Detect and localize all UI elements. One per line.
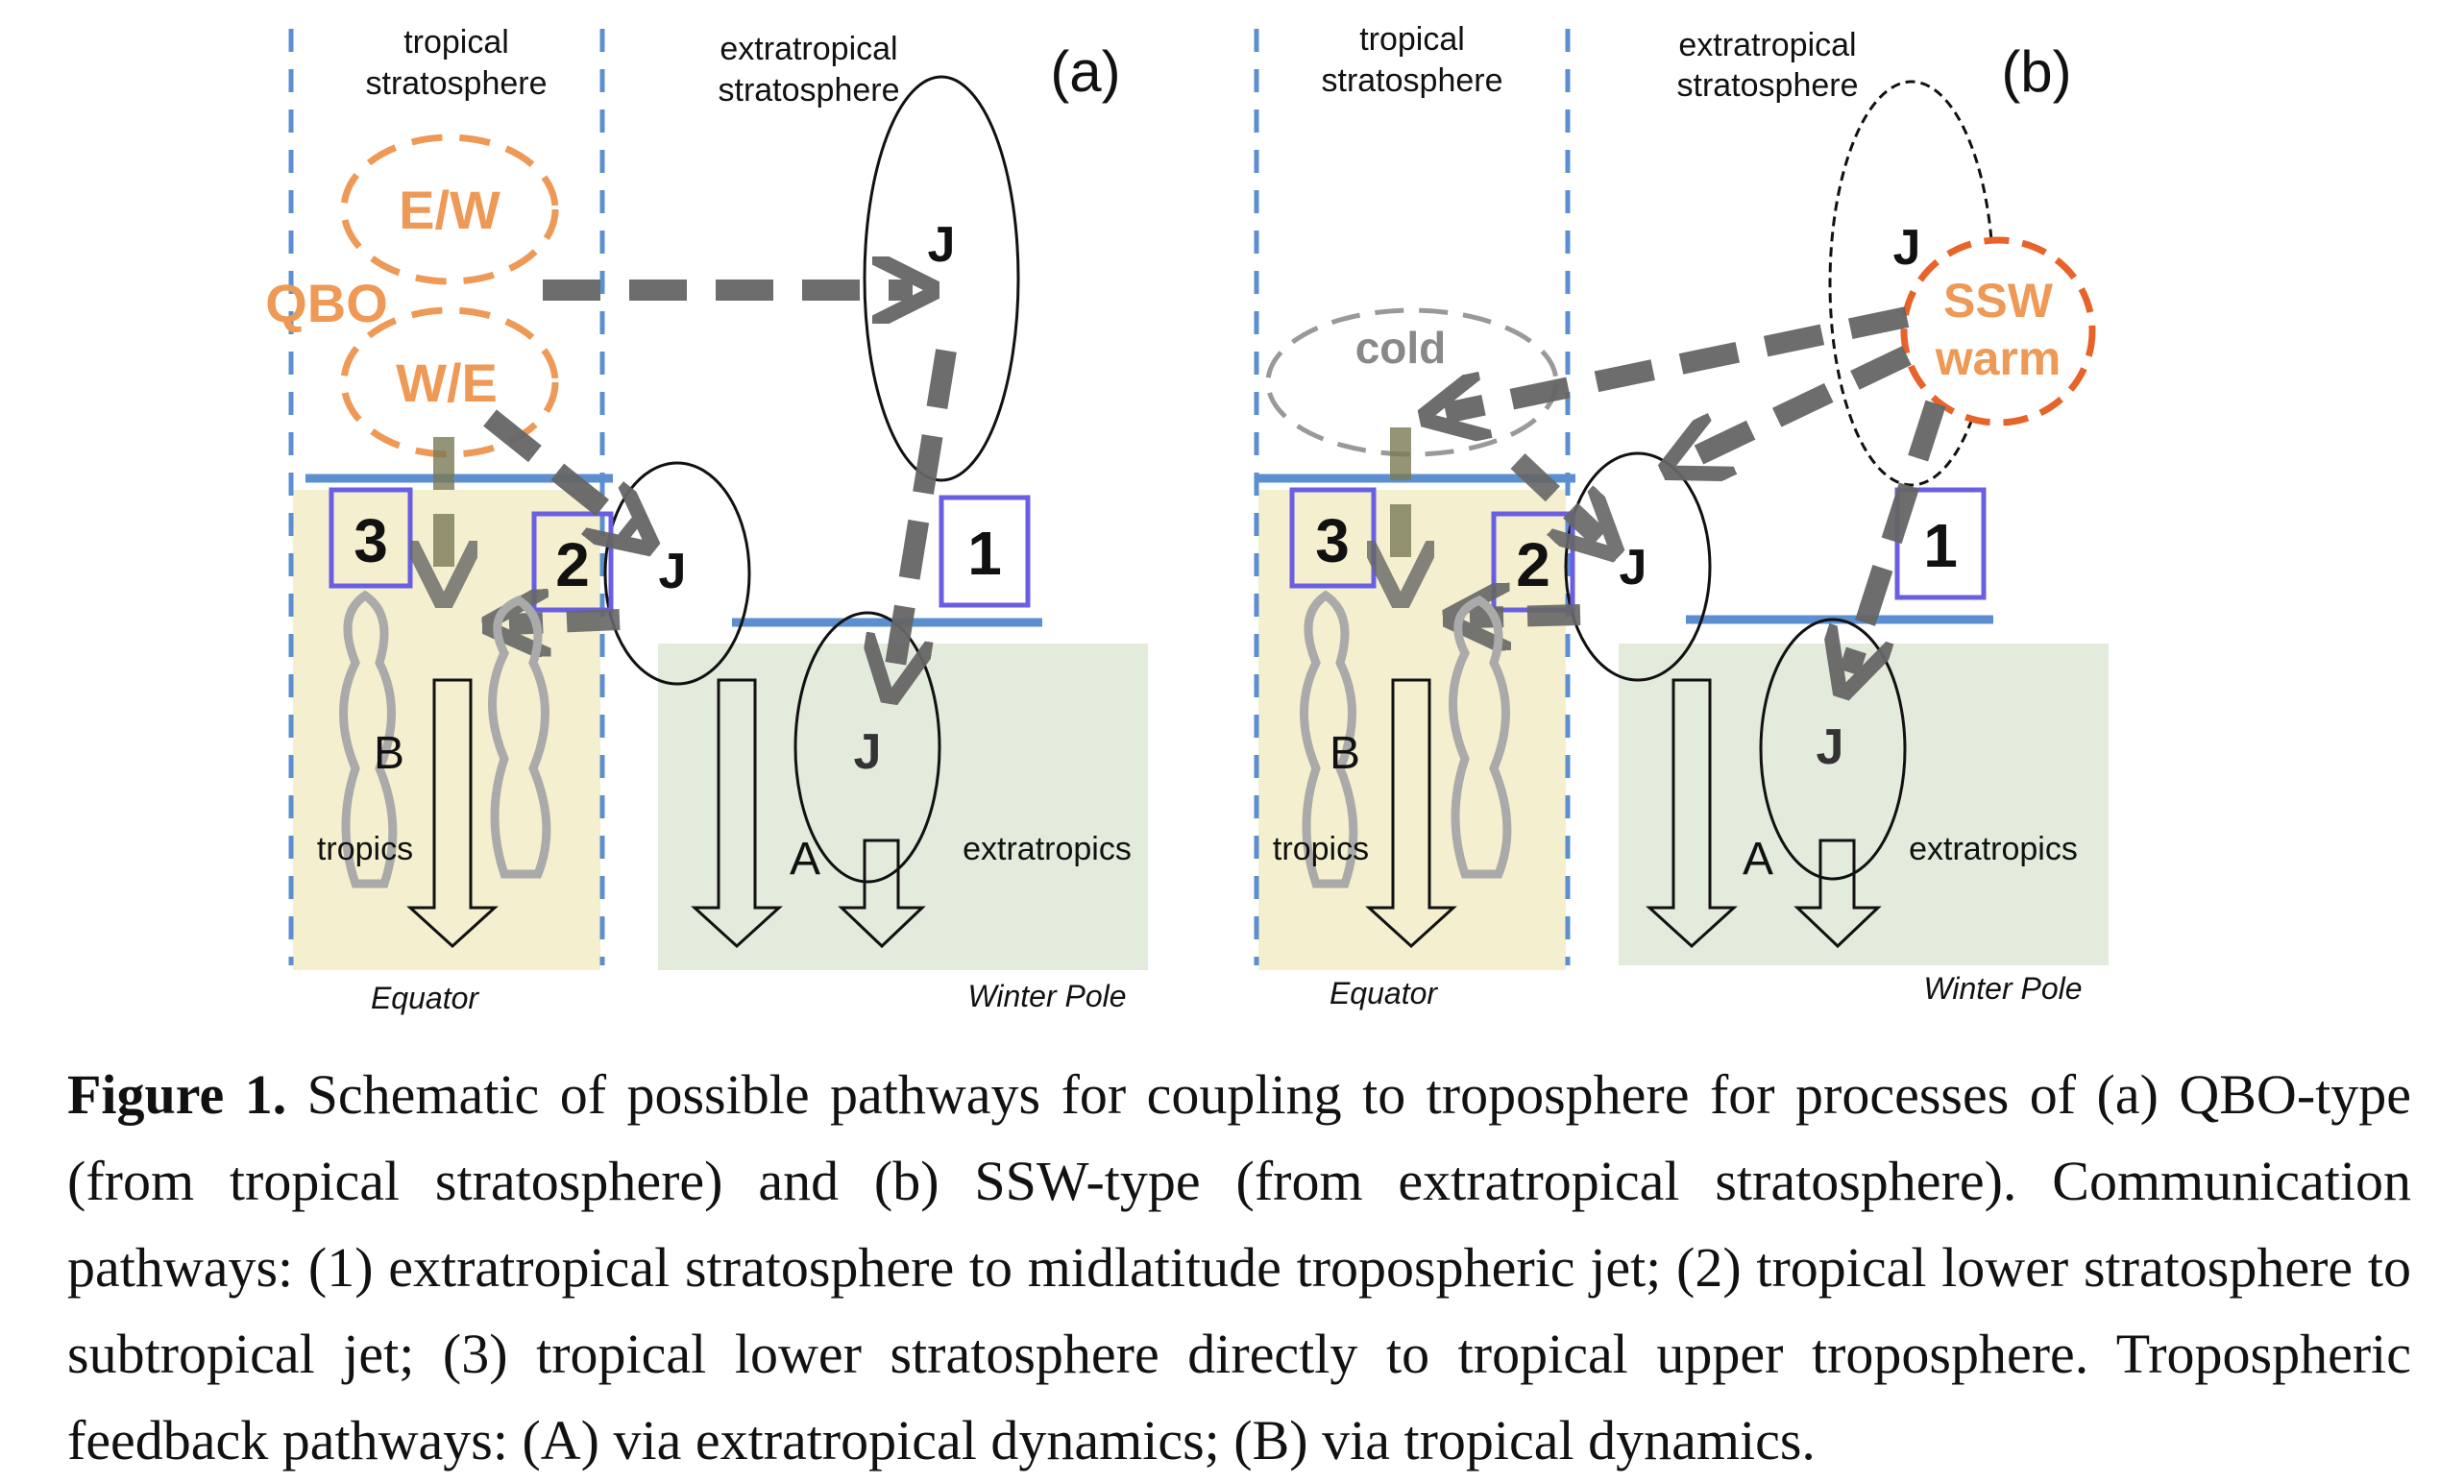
pathway-box-1-a — [939, 495, 1031, 608]
tropics-label-a: tropics — [317, 831, 413, 867]
cold-label-b: cold — [1355, 323, 1447, 373]
equator-label-a: Equator — [371, 981, 479, 1015]
we-ellipse-a — [340, 306, 559, 458]
extratropical-label-a-2: stratosphere — [719, 72, 900, 109]
stratospheric-jet-label-b: J — [1893, 220, 1921, 276]
feedback-a-label-a: A — [790, 834, 820, 885]
tropical-label-a-1: tropical — [403, 24, 509, 61]
feedback-b-arrow-b — [1365, 678, 1457, 949]
tropical-label-a-2: stratosphere — [366, 65, 548, 102]
caption-heading: Figure 1. — [67, 1063, 287, 1126]
winter-pole-label-b: Winter Pole — [1923, 971, 2082, 1006]
we-label-a: W/E — [396, 353, 498, 413]
strat-jet-to-trop-jet-arrow-a — [893, 349, 957, 677]
qbo-label-a: QBO — [265, 273, 388, 333]
tropospheric-jet-label-b: J — [1817, 719, 1844, 775]
convection-cloud-2-b — [1449, 595, 1512, 879]
winter-pole-label-a: Winter Pole — [967, 979, 1126, 1013]
pathway-2-arrow-b — [1470, 615, 1581, 618]
convection-cloud-2-a — [488, 595, 551, 879]
warm-label-b: warm — [1935, 331, 2061, 385]
caption-text: Schematic of possible pathways for coupl… — [67, 1063, 2411, 1472]
panel-a: tropical stratosphere extratropical stra… — [265, 24, 1148, 1015]
extratropics-region-a — [658, 644, 1148, 970]
ssw-to-trop-jet-arrow-b — [1849, 400, 1946, 672]
tropospheric-jet-label-a: J — [854, 724, 882, 780]
figure-diagram: tropical stratosphere extratropical stra… — [265, 21, 2109, 1015]
tropical-label-b-1: tropical — [1359, 21, 1465, 58]
extratropical-label-b-1: extratropical — [1678, 27, 1856, 63]
tropical-label-b-2: stratosphere — [1322, 62, 1503, 99]
extratropics-label-a: extratropics — [963, 831, 1132, 867]
feedback-b-label-b: B — [1330, 728, 1360, 779]
pathway-box-1-label-a: 1 — [967, 519, 1002, 588]
feedback-b-arrow-a — [406, 678, 499, 949]
subtropical-jet-label-b: J — [1620, 540, 1647, 596]
extratropics-region-b — [1619, 644, 2109, 965]
ssw-warm-circle-b — [1900, 236, 2096, 426]
pathway-box-3-label-b: 3 — [1315, 506, 1350, 575]
cold-to-subtropical-arrow-b — [1510, 452, 1599, 538]
ew-ellipse-a — [340, 134, 559, 285]
we-to-subtropical-jet-arrow-a — [483, 409, 634, 533]
pathway-box-1-label-b: 1 — [1923, 511, 1958, 580]
extratropical-label-a-1: extratropical — [720, 31, 897, 67]
ew-label-a: E/W — [399, 180, 500, 240]
pathway-box-2-label-b: 2 — [1516, 530, 1550, 599]
feedback-a-arrow-1-a — [691, 678, 783, 949]
extratropics-label-b: extratropics — [1909, 831, 2078, 867]
figure-caption: Figure 1. Schematic of possible pathways… — [67, 1052, 2411, 1484]
tropospheric-jet-ellipse-a — [793, 611, 941, 884]
panel-letter-b: (b) — [2001, 39, 2071, 104]
feedback-a-arrow-2-b — [1793, 839, 1882, 949]
pathway-2-arrow-a — [509, 620, 621, 624]
convection-cloud-1-b — [1300, 590, 1358, 888]
feedback-a-label-b: A — [1743, 834, 1773, 885]
pathway-box-3-label-a: 3 — [354, 506, 388, 575]
pathway-box-3-b — [1289, 487, 1377, 589]
tropospheric-jet-ellipse-b — [1759, 618, 1907, 881]
ssw-label-b: SSW — [1943, 274, 2054, 328]
panel-b: tropical stratosphere extratropical stra… — [1254, 21, 2109, 1010]
equator-label-b: Equator — [1330, 976, 1438, 1010]
stratospheric-jet-label-a: J — [928, 217, 956, 273]
tropics-label-b: tropics — [1273, 831, 1369, 867]
panel-letter-a: (a) — [1050, 39, 1120, 104]
ssw-to-subtropical-jet-arrow-b — [1686, 346, 1912, 461]
pathway-box-2-a — [531, 511, 614, 613]
stratospheric-jet-ellipse-a — [863, 75, 1020, 482]
extratropical-label-b-2: stratosphere — [1677, 67, 1859, 104]
subtropical-jet-ellipse-a — [603, 461, 751, 686]
feedback-a-arrow-1-b — [1646, 678, 1738, 949]
pathway-box-1-b — [1894, 487, 1987, 600]
ssw-to-cold-arrow-b — [1446, 306, 1910, 413]
feedback-a-arrow-2-a — [838, 839, 926, 949]
convection-cloud-1-a — [339, 590, 398, 888]
pathway-box-3-a — [329, 487, 413, 589]
pathway-box-2-label-a: 2 — [555, 530, 590, 599]
subtropical-jet-label-a: J — [659, 544, 687, 599]
feedback-b-label-a: B — [374, 728, 404, 779]
